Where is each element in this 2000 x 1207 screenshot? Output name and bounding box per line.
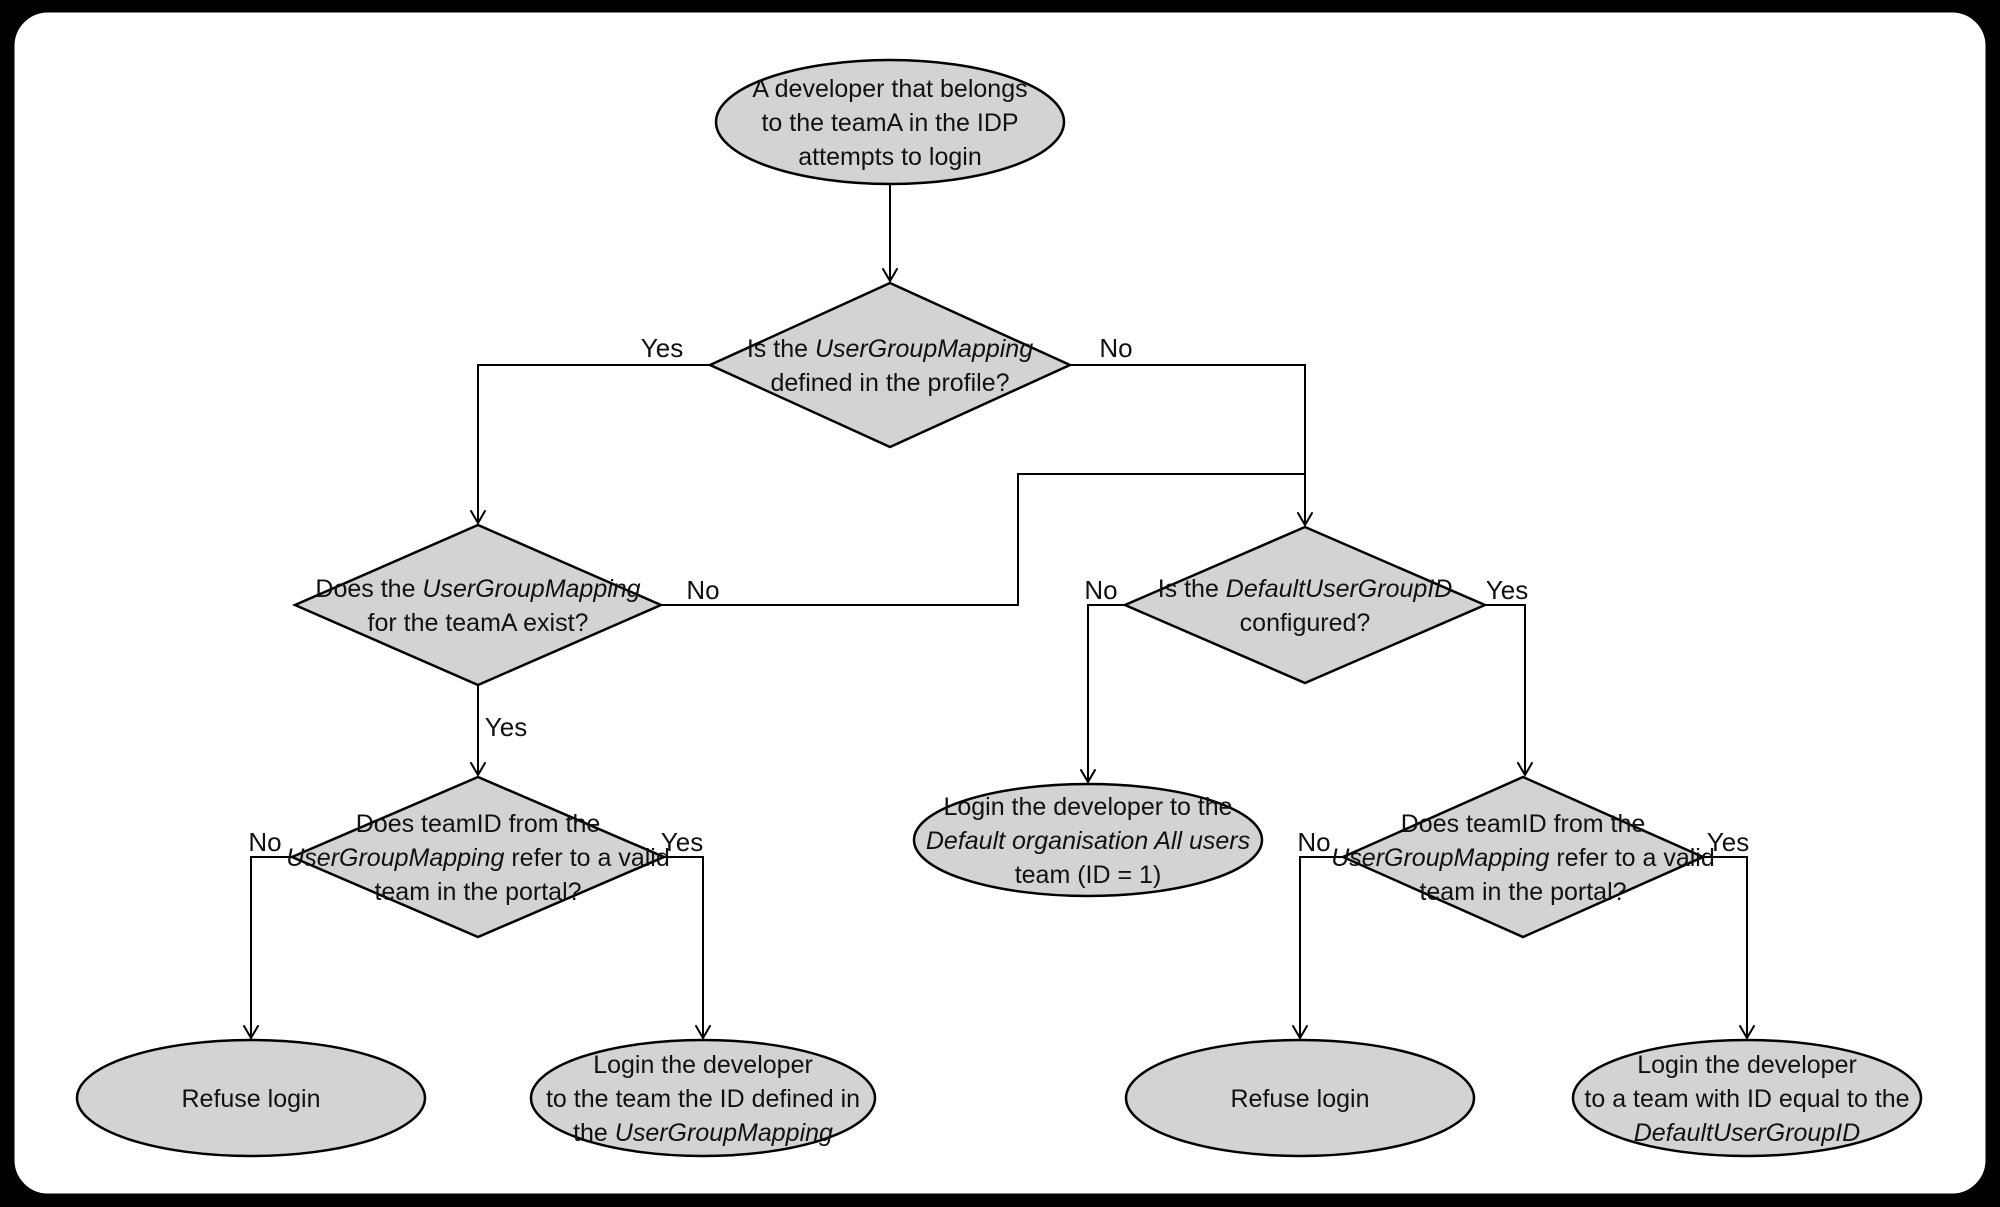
edge-d5-no-to-e4	[1292, 856, 1343, 1040]
start-node-developer-login: A developer that belongs to the teamA in …	[714, 58, 1066, 186]
end-refuse-login-left-label: Refuse login	[182, 1085, 321, 1113]
decision-teamid-valid-left-label: UserGroupMapping refer to a valid	[286, 844, 670, 872]
edge-label-yes: Yes	[485, 712, 527, 742]
decision-usergroupmapping-exists-shape	[291, 523, 665, 687]
end-login-mapped-team-label: Login the developer	[593, 1051, 813, 1079]
end-refuse-login-right-label: Refuse login	[1231, 1085, 1370, 1113]
end-login-defaultusergroupid-team-label: to a team with ID equal to the	[1584, 1085, 1909, 1113]
end-login-default-organisation-label: Login the developer to the	[943, 793, 1232, 821]
end-login-mapped-team-label: to the team the ID defined in	[546, 1085, 860, 1113]
start-node-developer-login-label: to the teamA in the IDP	[761, 109, 1018, 137]
edge-label-no: No	[248, 827, 281, 857]
decision-teamid-valid-left-label: team in the portal?	[374, 878, 581, 906]
end-login-defaultusergroupid-team: Login the developer to a team with ID equ…	[1571, 1038, 1923, 1158]
edge-label-no: No	[1297, 827, 1330, 857]
decision-defaultusergroupid-configured-label: configured?	[1240, 609, 1371, 637]
start-node-developer-login-label: A developer that belongs	[752, 75, 1027, 103]
decision-usergroupmapping-exists-label: Does the UserGroupMapping	[315, 575, 640, 603]
edge-label-no: No	[1099, 333, 1132, 363]
decision-teamid-valid-right-label: Does teamID from the	[1401, 810, 1646, 838]
end-login-default-organisation-label: team (ID = 1)	[1015, 861, 1162, 889]
end-login-mapped-team-label: the UserGroupMapping	[573, 1119, 833, 1147]
end-login-default-organisation-shape	[912, 782, 1264, 898]
edge-d4-no-to-e1	[243, 856, 292, 1040]
decision-usergroupmapping-defined: Is the UserGroupMapping defined in the pr…	[706, 281, 1074, 449]
decision-usergroupmapping-exists-label: for the teamA exist?	[368, 609, 589, 637]
decision-teamid-valid-right-label: UserGroupMapping refer to a valid	[1331, 844, 1715, 872]
decision-teamid-valid-right-label: team in the portal?	[1419, 878, 1626, 906]
decision-teamid-valid-left-label: Does teamID from the	[356, 810, 601, 838]
end-login-mapped-team: Login the developer to the team the ID de…	[529, 1038, 877, 1158]
decision-usergroupmapping-exists: Does the UserGroupMapping for the teamA e…	[291, 523, 665, 687]
edge-d3-yes-to-d5	[1485, 604, 1533, 777]
edge-label-yes: Yes	[661, 827, 703, 857]
decision-usergroupmapping-defined-label: Is the UserGroupMapping	[747, 335, 1033, 363]
decision-teamid-valid-right-shape	[1339, 775, 1707, 939]
edge-label-no: No	[1084, 575, 1117, 605]
end-login-default-organisation-label: Default organisation All users	[926, 827, 1250, 855]
start-node-developer-login-label: attempts to login	[798, 143, 981, 171]
decision-usergroupmapping-defined-shape	[706, 281, 1074, 449]
end-refuse-login-left: Refuse login	[75, 1038, 427, 1158]
edge-d3-no-to-e3	[1080, 604, 1125, 784]
decision-defaultusergroupid-configured-shape	[1121, 525, 1489, 685]
end-login-mapped-team-shape	[529, 1038, 877, 1158]
decision-teamid-valid-left-shape	[288, 775, 668, 939]
edge-label-yes: Yes	[1707, 827, 1749, 857]
end-login-defaultusergroupid-team-label: DefaultUserGroupID	[1634, 1119, 1860, 1147]
edge-d1-no-to-d3	[1070, 364, 1313, 527]
edge-label-no: No	[686, 575, 719, 605]
edge-d1-yes-to-d2	[470, 364, 710, 525]
end-login-defaultusergroupid-team-label: Login the developer	[1637, 1051, 1857, 1079]
end-login-defaultusergroupid-team-shape	[1571, 1038, 1923, 1158]
end-refuse-login-right: Refuse login	[1124, 1038, 1476, 1158]
end-refuse-login-left-shape	[75, 1038, 427, 1158]
decision-defaultusergroupid-configured: Is the DefaultUserGroupID configured?	[1121, 525, 1489, 685]
edge-label-yes: Yes	[1486, 575, 1528, 605]
start-node-developer-login-shape	[714, 58, 1066, 186]
end-refuse-login-right-shape	[1124, 1038, 1476, 1158]
edge-d5-yes-to-e5	[1703, 856, 1755, 1040]
edge-d2-no-join-to-d3	[661, 473, 1305, 606]
edge-d4-yes-to-e2	[664, 856, 711, 1040]
decision-usergroupmapping-defined-label: defined in the profile?	[770, 369, 1009, 397]
edge-label-yes: Yes	[641, 333, 683, 363]
decision-defaultusergroupid-configured-label: Is the DefaultUserGroupID	[1158, 575, 1453, 603]
